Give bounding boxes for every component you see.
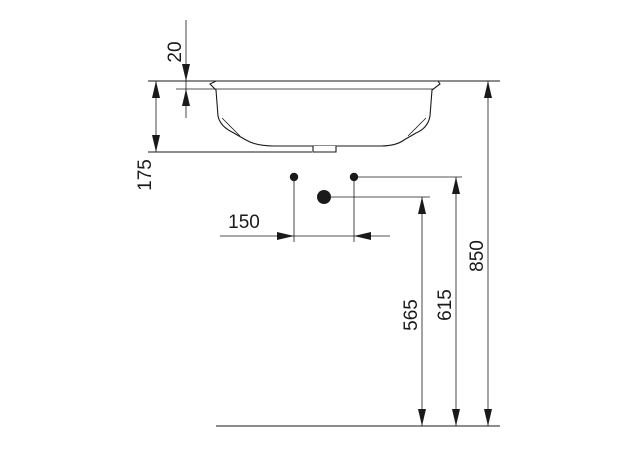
dimension-label-850: 850: [467, 240, 488, 272]
dimension-150: 150: [220, 212, 390, 240]
dimension-label-615: 615: [435, 289, 456, 321]
dimension-175: 175: [135, 81, 160, 191]
dimension-850: 850: [467, 81, 492, 426]
dimension-20: 20: [165, 20, 216, 118]
dimension-label-175: 175: [135, 159, 156, 191]
dimension-615: 615: [435, 177, 460, 426]
dimension-label-150: 150: [228, 212, 260, 233]
dimension-label-565: 565: [401, 299, 422, 331]
dimension-565: 565: [401, 197, 426, 426]
washbasin: [209, 80, 441, 153]
supply-point-left: [289, 172, 299, 182]
drain-point: [317, 190, 331, 204]
dimension-label-20: 20: [165, 41, 186, 62]
